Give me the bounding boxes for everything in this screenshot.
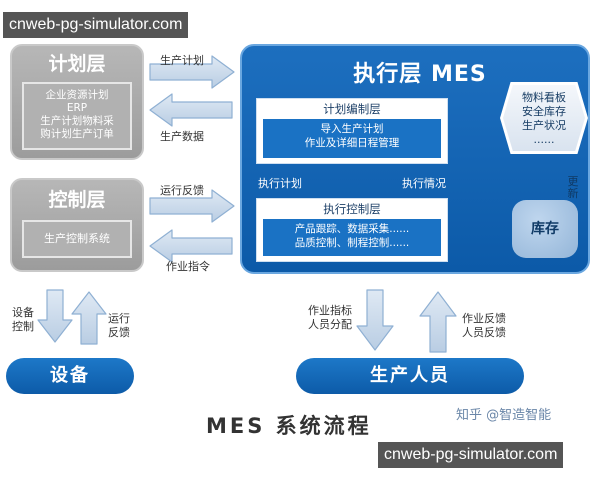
- control-box-line: 产品跟踪、数据采集......: [294, 223, 410, 235]
- plan-box-title: 计划编制层: [323, 102, 381, 116]
- label-device-control-line: 控制: [12, 320, 34, 333]
- arrow-device-control: [37, 289, 73, 343]
- label-exec-status: 执行情况: [402, 177, 446, 190]
- control-item: 生产控制系统: [44, 232, 110, 245]
- monitor-line: 物料看板: [522, 91, 566, 104]
- label-production-plan: 生产计划: [160, 54, 204, 67]
- label-work-feedback-line: 人员反馈: [462, 326, 506, 339]
- monitor-content: 物料看板 安全库存 生产状况 ......: [503, 85, 585, 151]
- personnel-pill: 生产人员: [296, 358, 524, 394]
- plan-layer-title: 计划层: [48, 53, 106, 75]
- label-operation-feedback: 运行反馈: [160, 184, 204, 197]
- control-layer-title: 控制层: [48, 189, 106, 211]
- diagram-caption: MES 系统流程: [206, 414, 372, 438]
- control-box-line: 品质控制、制程控制......: [294, 237, 410, 249]
- arrow-operation-feedback: [149, 189, 235, 223]
- label-exec-plan: 执行计划: [258, 177, 302, 190]
- label-work-instruction: 作业指令: [166, 260, 210, 273]
- mes-title: 执行层 MES: [353, 62, 487, 87]
- arrow-device-feedback: [71, 291, 107, 345]
- plan-item: ERP: [66, 102, 88, 114]
- plan-layer-panel: 计划层 企业资源计划 ERP 生产计划物料采 购计划生产订单: [10, 44, 144, 160]
- monitor-line: ......: [533, 133, 555, 146]
- plan-box-line: 作业及详细日程管理: [304, 137, 400, 149]
- label-work-feedback: 作业反馈 人员反馈: [462, 312, 506, 340]
- arrow-work-instruction: [149, 229, 233, 263]
- control-box-content: 产品跟踪、数据采集...... 品质控制、制程控制......: [263, 219, 441, 256]
- monitor-hexagon: 物料看板 安全库存 生产状况 ......: [500, 82, 588, 154]
- plan-box-line: 导入生产计划: [320, 123, 384, 135]
- arrow-work-feedback: [419, 291, 457, 353]
- arrow-work-indicators: [356, 289, 394, 351]
- inventory-box: 库存: [512, 200, 578, 258]
- label-update: 更 新: [566, 176, 580, 200]
- arrow-production-data: [149, 93, 233, 127]
- watermark-top: cnweb-pg-simulator.com: [3, 12, 189, 38]
- label-work-indicators: 作业指标 人员分配: [308, 304, 352, 332]
- monitor-line: 安全库存: [522, 105, 566, 118]
- label-device-control: 设备 控制: [12, 306, 34, 334]
- label-update-char: 新: [567, 187, 579, 200]
- label-device-feedback: 运行 反馈: [108, 312, 130, 340]
- label-device-control-line: 设备: [12, 306, 34, 319]
- watermark-bottom: cnweb-pg-simulator.com: [378, 442, 564, 468]
- label-device-feedback-line: 反馈: [108, 326, 130, 339]
- control-box-title: 执行控制层: [323, 202, 381, 216]
- control-box: 执行控制层 产品跟踪、数据采集...... 品质控制、制程控制......: [256, 198, 448, 262]
- plan-box-content: 导入生产计划 作业及详细日程管理: [263, 119, 441, 158]
- plan-box: 计划编制层 导入生产计划 作业及详细日程管理: [256, 98, 448, 164]
- equipment-pill: 设备: [6, 358, 134, 394]
- plan-item: 生产计划物料采: [40, 115, 114, 127]
- plan-layer-box: 企业资源计划 ERP 生产计划物料采 购计划生产订单: [22, 82, 132, 150]
- label-work-feedback-line: 作业反馈: [462, 312, 506, 325]
- control-layer-box: 生产控制系统: [22, 220, 132, 258]
- label-device-feedback-line: 运行: [108, 312, 130, 325]
- arrow-production-plan: [149, 55, 235, 89]
- label-work-indicators-line: 作业指标: [308, 304, 352, 317]
- credit-text: 知乎 @智造智能: [456, 408, 552, 423]
- label-production-data: 生产数据: [160, 130, 204, 143]
- plan-item: 购计划生产订单: [40, 128, 114, 140]
- label-work-indicators-line: 人员分配: [308, 318, 352, 331]
- label-update-char: 更: [567, 175, 579, 188]
- control-layer-panel: 控制层 生产控制系统: [10, 178, 144, 272]
- plan-item: 企业资源计划: [45, 89, 109, 101]
- monitor-line: 生产状况: [522, 119, 566, 132]
